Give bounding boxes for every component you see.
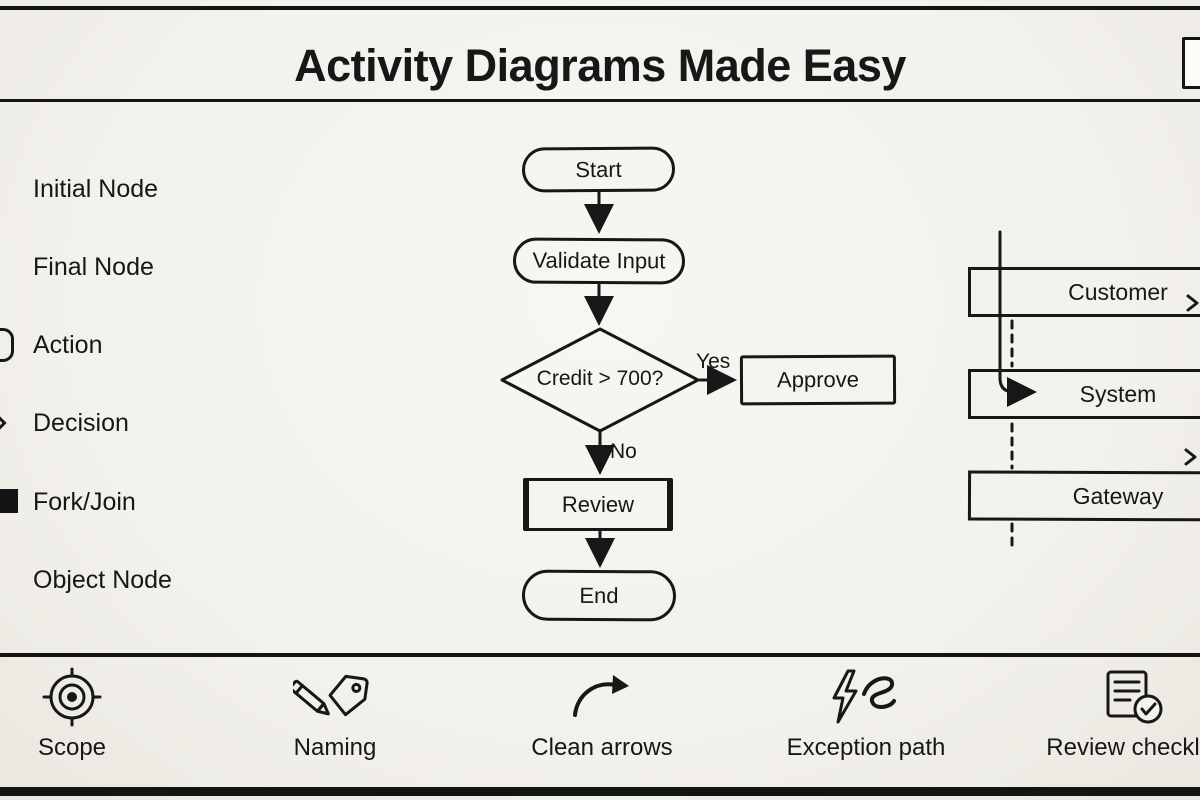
legend-item-final-node: Final Node <box>33 253 154 281</box>
edge-arrowhead-bottom <box>1184 448 1197 466</box>
lane-system: System <box>968 369 1200 419</box>
tip-clean-arrows: Clean arrows <box>492 666 712 762</box>
tip-scope-label: Scope <box>37 734 107 761</box>
tip-exception-path: Exception path <box>756 666 976 762</box>
end-node: End <box>521 569 677 622</box>
corner-box <box>1182 37 1200 89</box>
tip-review-checklist: Review checklist <box>1025 666 1200 762</box>
no-edge-label: No <box>610 440 637 463</box>
legend-item-fork-join: Fork/Join <box>33 488 136 516</box>
tip-naming: Naming <box>225 666 445 762</box>
approve-node: Approve <box>739 354 897 406</box>
frame-line-top <box>0 6 1200 10</box>
lightning-squiggle-icon <box>826 666 906 728</box>
validate-input-node: Validate Input <box>512 237 686 285</box>
curved-arrow-icon <box>567 666 637 728</box>
frame-line-bottom <box>0 787 1200 796</box>
yes-edge-label: Yes <box>696 350 731 373</box>
lane-gateway: Gateway <box>967 470 1200 522</box>
tip-review-checklist-label: Review checklist <box>1046 734 1200 761</box>
decision-node-label: Credit > 700? <box>536 367 664 390</box>
tip-clean-arrows-label: Clean arrows <box>531 734 673 761</box>
action-node-icon <box>0 328 14 362</box>
legend-item-action: Action <box>33 331 103 359</box>
checklist-icon <box>1100 666 1170 728</box>
review-node: Review <box>523 478 673 531</box>
decision-diamond-icon <box>0 400 7 446</box>
tip-naming-label: Naming <box>293 734 377 761</box>
pencil-tag-icon <box>293 666 377 728</box>
target-icon <box>42 666 102 728</box>
start-node: Start <box>521 146 676 193</box>
legend-item-object-node: Object Node <box>33 566 172 594</box>
tip-exception-path-label: Exception path <box>786 734 946 761</box>
legend-item-decision: Decision <box>33 409 129 437</box>
lane-customer: Customer <box>968 267 1200 317</box>
fork-join-bar-icon <box>0 489 18 513</box>
legend-item-initial-node: Initial Node <box>33 175 159 203</box>
tip-scope: Scope <box>0 666 182 762</box>
frame-line-under-title <box>0 99 1200 102</box>
frame-line-tips <box>0 653 1200 657</box>
page-title: Activity Diagrams Made Easy <box>294 40 906 91</box>
